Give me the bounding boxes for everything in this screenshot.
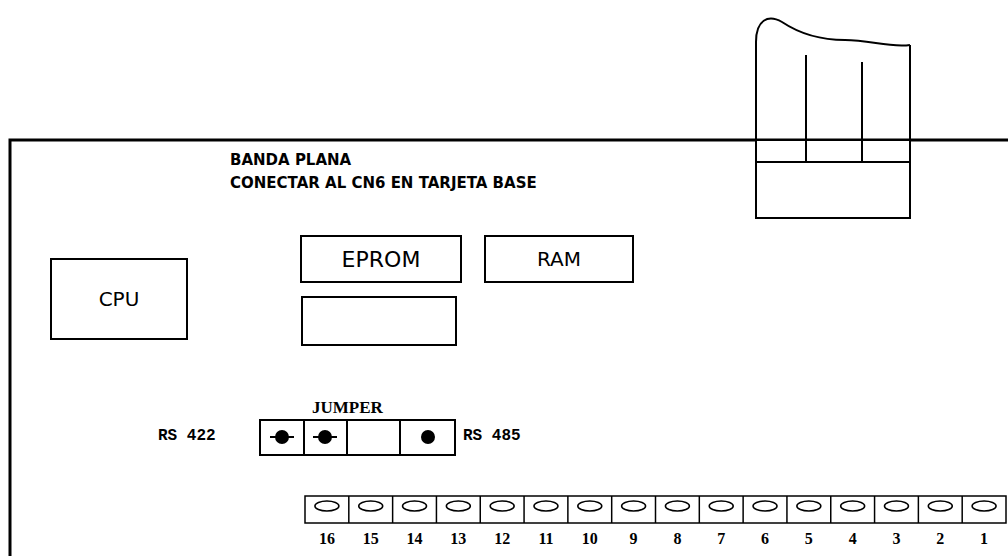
terminal-screw: [797, 501, 821, 511]
terminal-screw: [753, 501, 777, 511]
terminal-divider: [436, 496, 438, 523]
terminal-number: 13: [450, 530, 466, 548]
terminal-number: 14: [407, 530, 423, 548]
mode-label: RS 485: [463, 428, 521, 446]
terminal-divider: [918, 496, 920, 523]
terminal-screw: [928, 501, 952, 511]
terminal-divider: [655, 496, 657, 523]
terminal-screw: [534, 501, 558, 511]
terminal-divider: [567, 496, 569, 523]
terminal-number: 4: [849, 530, 857, 548]
terminal-divider: [961, 496, 963, 523]
terminal-number: 1: [980, 530, 988, 548]
terminal-number: 6: [761, 530, 769, 548]
terminal-screw: [446, 501, 470, 511]
chip-label: CPU: [99, 287, 140, 311]
terminal-number: 3: [892, 530, 900, 548]
chip-box: [302, 297, 456, 345]
terminal-number: 2: [936, 530, 944, 548]
terminal-divider: [611, 496, 613, 523]
jumper-block: [260, 420, 455, 455]
terminal-divider: [480, 496, 482, 523]
chip-label: EPROM: [342, 247, 421, 272]
terminal-number: 9: [630, 530, 638, 548]
terminal-screw: [884, 501, 908, 511]
ribbon-connector: [756, 19, 910, 218]
terminal-divider: [742, 496, 744, 523]
terminal-divider: [348, 496, 350, 523]
terminal-screw: [709, 501, 733, 511]
terminal-divider: [523, 496, 525, 523]
terminal-number: 15: [363, 530, 379, 548]
terminal-number: 12: [494, 530, 510, 548]
terminal-divider: [874, 496, 876, 523]
eprom-box: EPROM: [300, 235, 462, 283]
terminal-divider: [392, 496, 394, 523]
terminal-screw: [972, 501, 996, 511]
terminal-divider: [786, 496, 788, 523]
terminal-number: 7: [717, 530, 725, 548]
terminal-screw: [359, 501, 383, 511]
terminal-screw: [490, 501, 514, 511]
terminal-number: 16: [319, 530, 335, 548]
board-outline: [10, 140, 1008, 556]
terminal-screw: [403, 501, 427, 511]
terminal-number: 5: [805, 530, 813, 548]
cpu-box: CPU: [50, 258, 188, 340]
terminal-screw: [841, 501, 865, 511]
terminal-screw: [622, 501, 646, 511]
chip-label: RAM: [537, 247, 581, 271]
terminal-strip: [305, 496, 1006, 523]
terminal-number: 8: [673, 530, 681, 548]
ram-box: RAM: [484, 235, 634, 283]
terminal-screw: [665, 501, 689, 511]
note-text: CONECTAR AL CN6 EN TARJETA BASE: [230, 175, 537, 192]
terminal-screw: [315, 501, 339, 511]
terminal-screw: [578, 501, 602, 511]
mode-label: RS 422: [158, 428, 216, 446]
note-text: BANDA PLANA: [230, 152, 351, 169]
terminal-number: 10: [582, 530, 598, 548]
jumper-title: JUMPER: [312, 399, 383, 418]
terminal-number: 11: [538, 530, 553, 548]
terminal-divider: [830, 496, 832, 523]
terminal-divider: [699, 496, 701, 523]
